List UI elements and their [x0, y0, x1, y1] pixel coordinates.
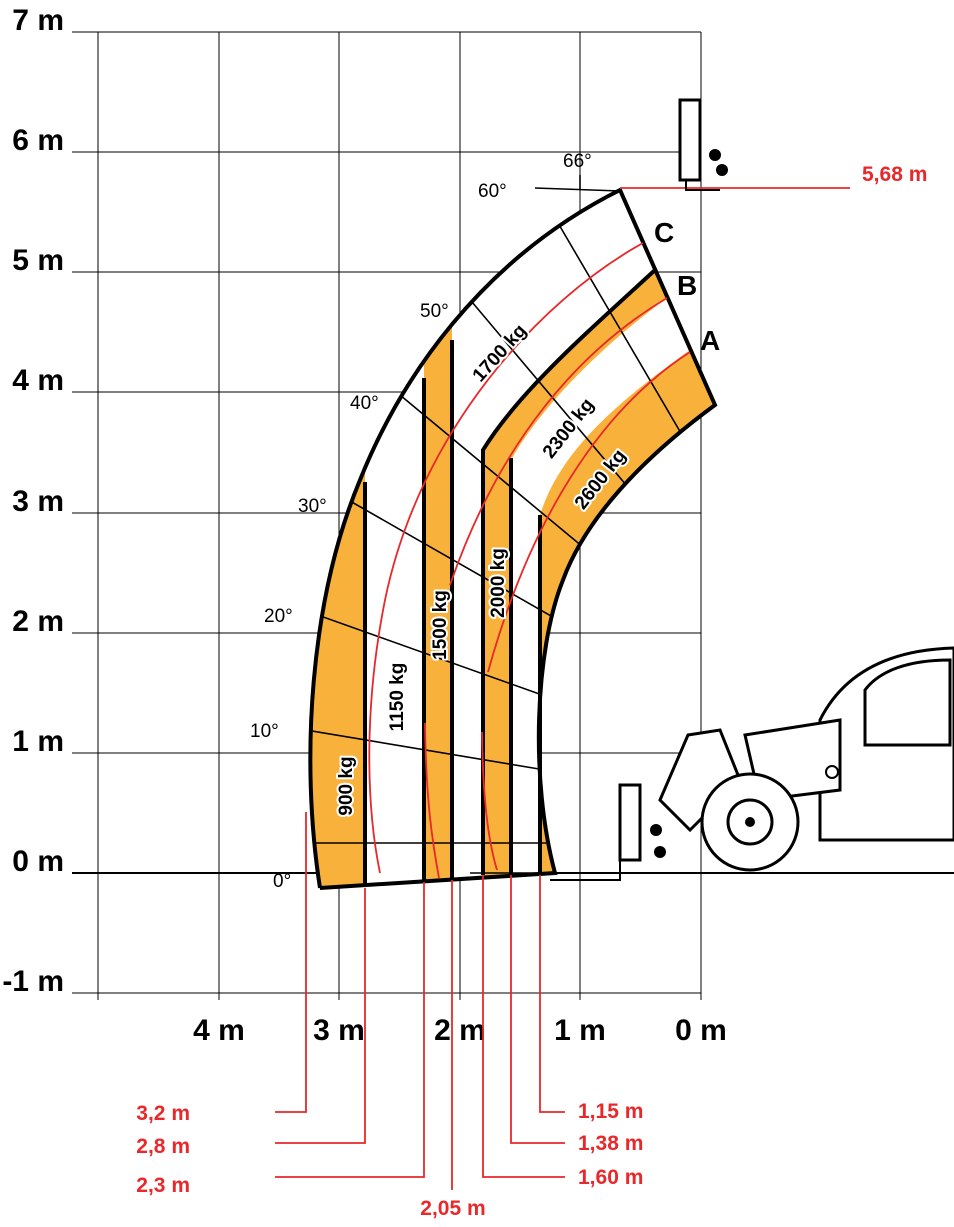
load-label: 1500 kg	[430, 590, 451, 660]
y-axis-labels: 7 m 6 m 5 m 4 m 3 m 2 m 1 m 0 m -1 m	[2, 4, 64, 998]
x-label: 1 m	[554, 1014, 606, 1047]
reach-label: 1,38 m	[578, 1132, 643, 1155]
zone-label-a: A	[700, 325, 720, 356]
load-label: 1150 kg	[387, 663, 408, 732]
x-axis-labels: 4 m 3 m 2 m 1 m 0 m	[193, 1014, 727, 1047]
y-label: 1 m	[12, 725, 64, 758]
x-label: 4 m	[193, 1014, 245, 1047]
x-label: 3 m	[313, 1014, 365, 1047]
y-label: 4 m	[12, 364, 64, 397]
x-label: 2 m	[434, 1014, 486, 1047]
zone-1500kg	[424, 300, 452, 888]
reach-label: 2,3 m	[136, 1174, 190, 1197]
reach-labels: 3,2 m 2,8 m 2,3 m 2,05 m 1,15 m 1,38 m 1…	[136, 163, 927, 1220]
zone-label-b: B	[677, 270, 697, 301]
angle-label: 0°	[273, 871, 291, 892]
y-label: 2 m	[12, 605, 64, 638]
angle-label: 30°	[298, 496, 327, 517]
y-label: 0 m	[12, 845, 64, 878]
angle-label: 40°	[350, 393, 379, 414]
dimension-lines	[275, 187, 850, 1190]
zone-label-c: C	[654, 217, 674, 248]
reach-label: 1,15 m	[578, 1100, 643, 1123]
zone-900kg	[310, 470, 365, 888]
zone-letters: A B C	[654, 217, 720, 356]
angle-labels: 0° 10° 20° 30° 40° 50° 60° 66°	[250, 151, 592, 892]
reach-label: 2,05 m	[420, 1197, 485, 1220]
y-label: 6 m	[12, 124, 64, 157]
reach-label: 3,2 m	[136, 1102, 190, 1125]
envelope-outline	[308, 175, 718, 890]
angle-label: 60°	[478, 181, 507, 202]
reach-label: 1,60 m	[578, 1166, 643, 1189]
angle-label: 20°	[264, 606, 293, 627]
y-label: -1 m	[2, 965, 64, 998]
angle-label: 50°	[420, 301, 449, 322]
angle-label: 10°	[250, 721, 279, 742]
angle-label: 66°	[563, 151, 592, 172]
telehandler-illustration	[550, 98, 954, 881]
reach-label: 2,8 m	[136, 1135, 190, 1158]
y-label: 3 m	[12, 485, 64, 518]
y-label: 5 m	[12, 244, 64, 277]
load-label: 2000 kg	[488, 548, 509, 618]
load-label: 900 kg	[336, 756, 357, 815]
x-label: 0 m	[675, 1014, 727, 1047]
y-label: 7 m	[12, 4, 64, 37]
max-height-label: 5,68 m	[862, 163, 927, 186]
